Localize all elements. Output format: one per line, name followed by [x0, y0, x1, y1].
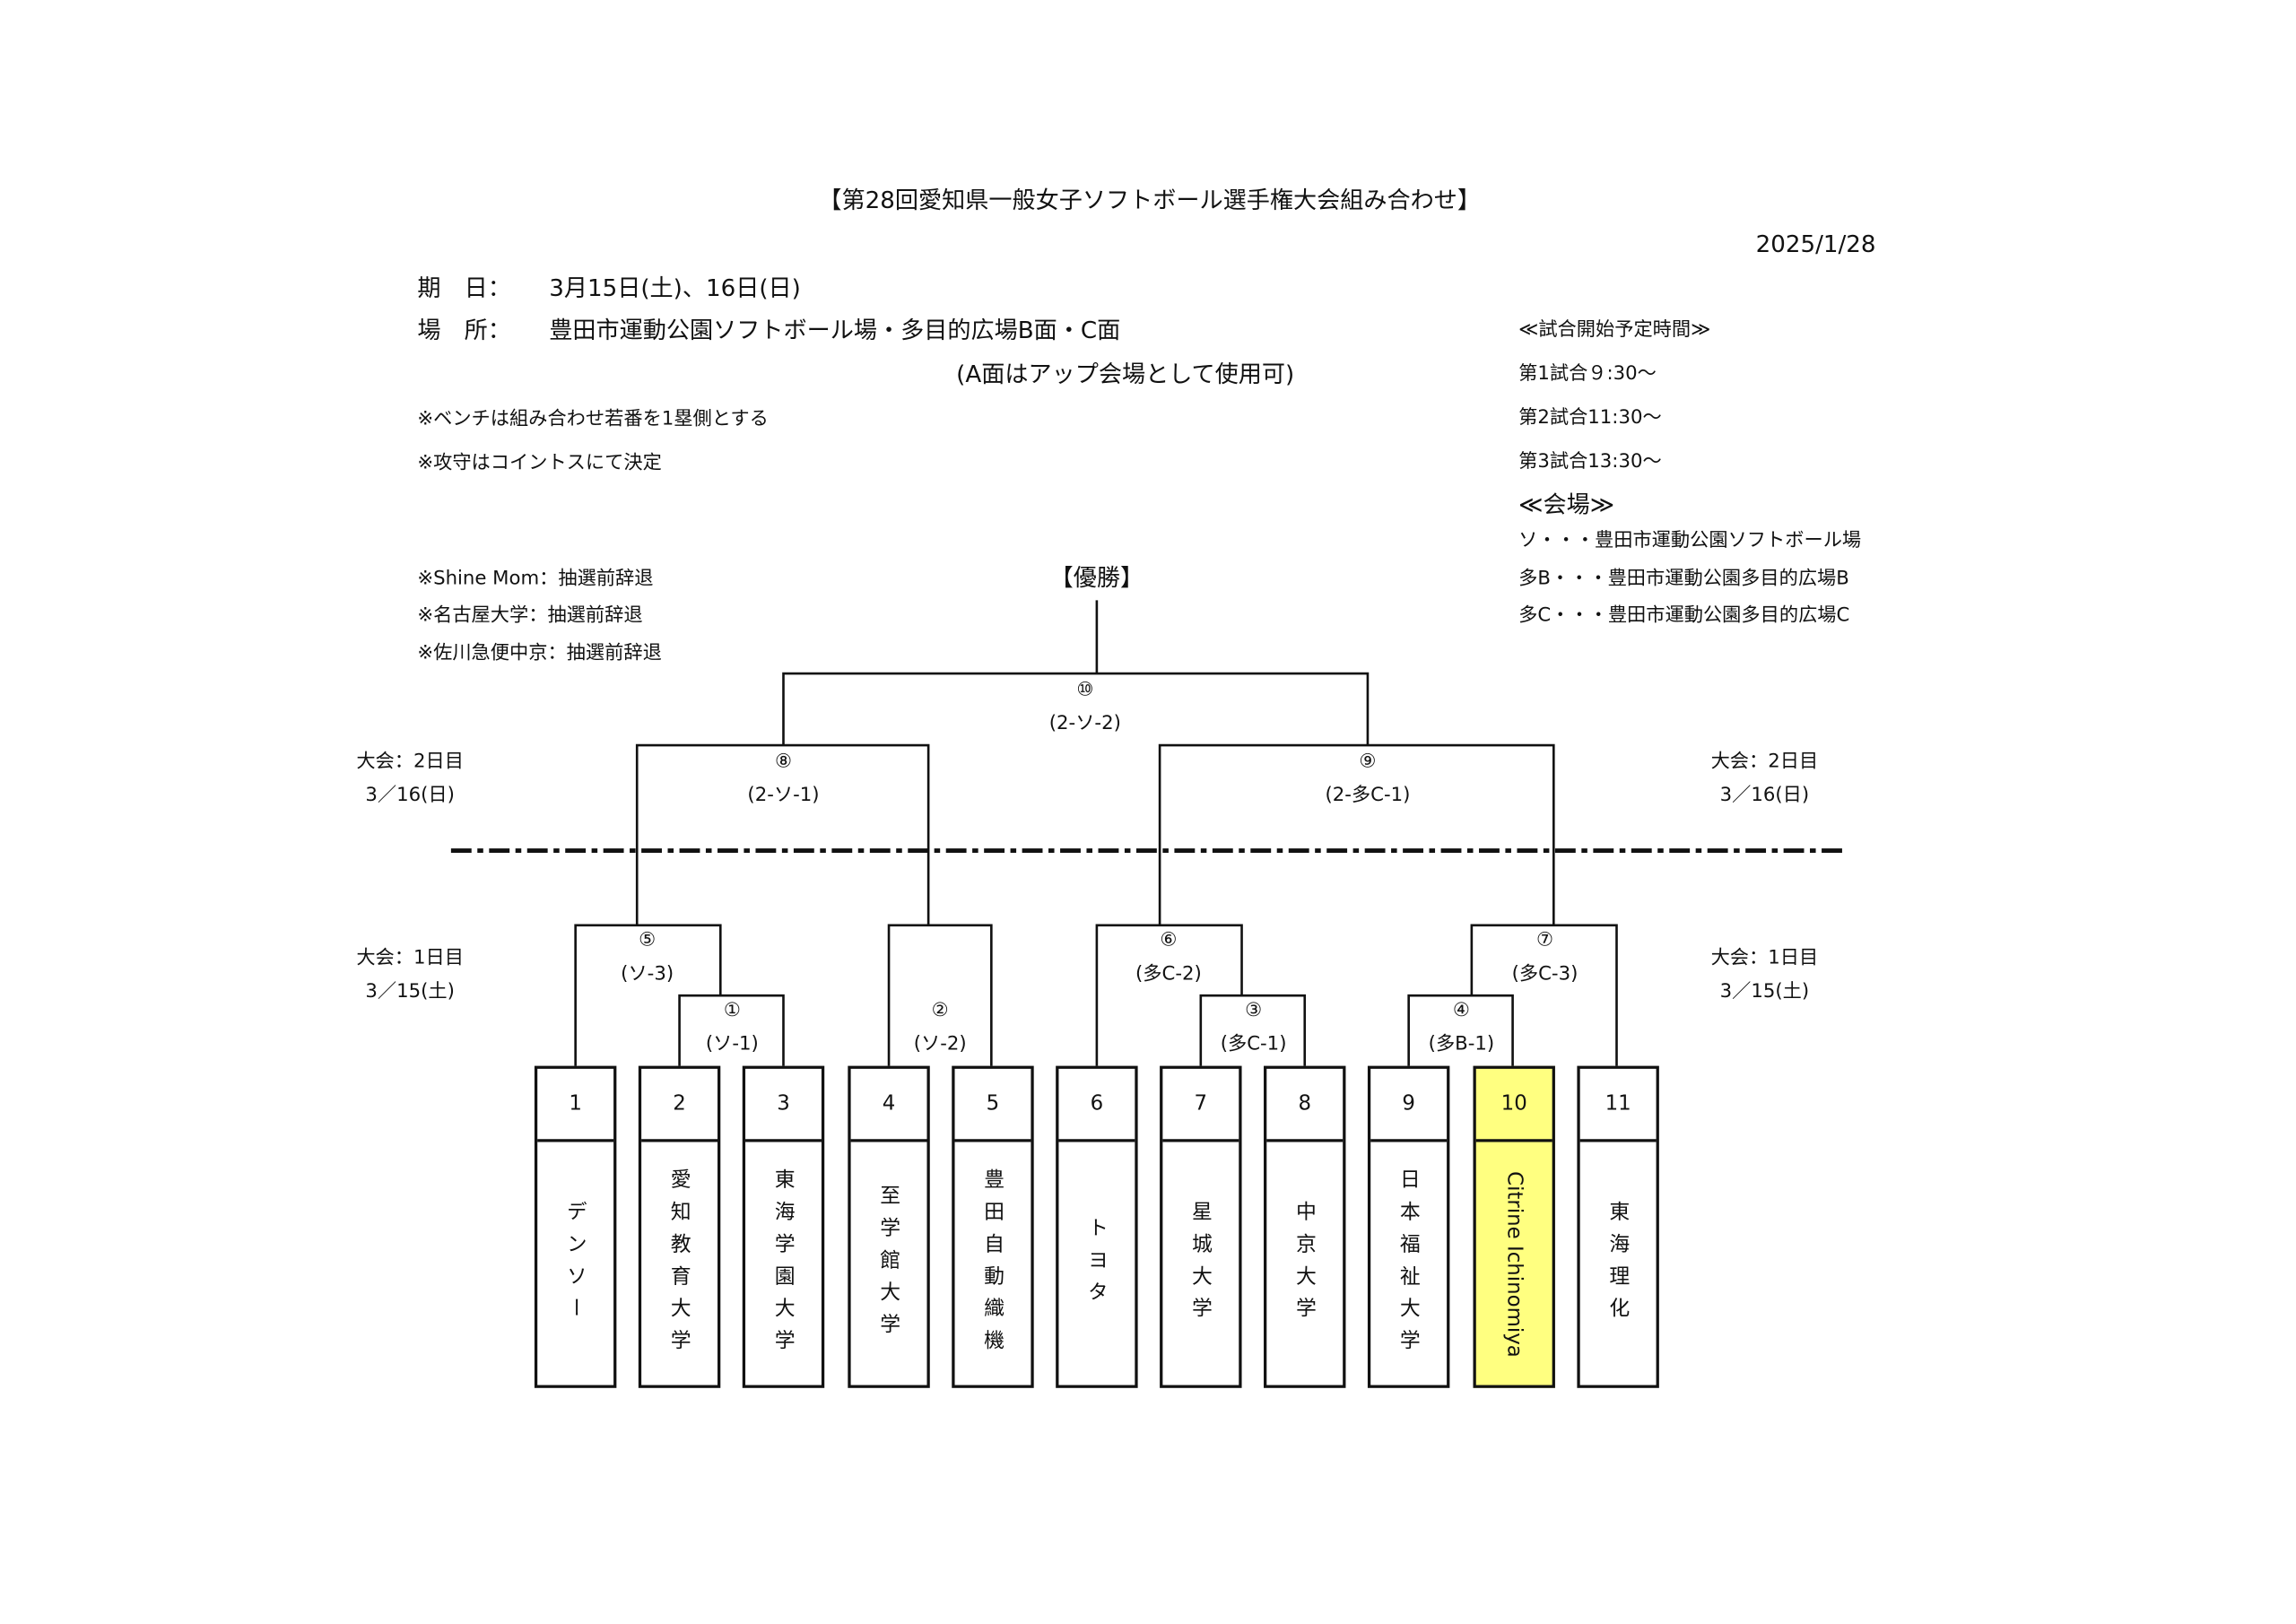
toss-note: ※攻守はコイントスにて決定 [417, 452, 662, 474]
team-name: デンソー [563, 1200, 587, 1330]
team-name: 東海理化 [1606, 1200, 1631, 1330]
team-name: 中京大学 [1292, 1200, 1317, 1330]
schedule-time-1: 第1試合９:30〜 [1518, 362, 1657, 386]
match-6-bracket [1095, 924, 1243, 1066]
place-note: (A面はアップ会場として使用可) [956, 360, 1295, 388]
withdrawal-2: ※名古屋大学：抽選前辞退 [417, 604, 643, 627]
day1-label-left: 大会：1日目 [356, 947, 464, 969]
match-7-number: ⑦ [1535, 929, 1554, 952]
match-7-bracket [1470, 924, 1618, 1066]
team-number: 10 [1475, 1069, 1552, 1142]
team-number: 3 [745, 1069, 822, 1142]
team-slot-7: 7 星城大学 [1160, 1065, 1242, 1388]
venue-heading: ≪会場≫ [1518, 490, 1615, 518]
team-name: 日本福祉大学 [1396, 1168, 1421, 1362]
match-1-number: ① [723, 1000, 741, 1022]
match-10-number: ⑩ [1076, 679, 1094, 702]
team-slot-9: 9 日本福祉大学 [1367, 1065, 1450, 1388]
team-slot-4: 4 至学館大学 [848, 1065, 930, 1388]
team-slot-2: 2 愛知教育大学 [638, 1065, 721, 1388]
team-number: 2 [641, 1069, 718, 1142]
day2-label-right: 大会：2日目 [1710, 751, 1819, 774]
match-2-number: ② [931, 1000, 949, 1022]
match-1-bracket [678, 994, 785, 1066]
team-number: 4 [850, 1069, 927, 1142]
bench-note: ※ベンチは組み合わせ若番を1塁側とする [417, 408, 769, 431]
team-name: Citrine Ichinomiya [1502, 1171, 1526, 1359]
match-2-venue: (ソ-2) [913, 1033, 967, 1056]
period-label: 期 日： [417, 274, 511, 302]
match-8-bracket [635, 743, 930, 925]
team-slot-8: 8 中京大学 [1264, 1065, 1346, 1388]
day2-label-left: 大会：2日目 [356, 751, 464, 774]
schedule-heading: ≪試合開始予定時間≫ [1518, 318, 1711, 342]
team-name: 愛知教育大学 [667, 1168, 691, 1362]
day1-label-right: 大会：1日目 [1710, 947, 1819, 969]
issue-date: 2025/1/28 [1755, 230, 1876, 258]
champion-label: 【優勝】 [1049, 563, 1144, 592]
document-title: 【第28回愛知県一般女子ソフトボール選手権大会組み合わせ】 [818, 186, 1481, 214]
team-name: 東海学園大学 [771, 1168, 796, 1362]
day2-date-right: 3／16(日) [1719, 785, 1810, 807]
match-5-bracket [574, 924, 722, 1066]
team-number: 8 [1266, 1069, 1344, 1142]
team-slot-5: 5 豊田自動織機 [952, 1065, 1034, 1388]
team-name: トヨタ [1084, 1216, 1109, 1314]
match-1-venue: (ソ-1) [705, 1033, 759, 1056]
match-10-venue: (2-ソ-2) [1048, 713, 1121, 735]
match-10-bracket [782, 672, 1370, 746]
team-number: 5 [954, 1069, 1031, 1142]
team-slot-11: 11 東海理化 [1577, 1065, 1659, 1388]
match-9-venue: (2-多C-1) [1325, 785, 1411, 807]
withdrawal-3: ※佐川急便中京：抽選前辞退 [417, 642, 662, 665]
match-7-venue: (多C-3) [1511, 963, 1578, 986]
day1-date-right: 3／15(土) [1719, 980, 1810, 1003]
team-slot-1: 1 デンソー [534, 1065, 617, 1388]
team-number: 11 [1579, 1069, 1657, 1142]
place-value: 豊田市運動公園ソフトボール場・多目的広場B面・C面 [549, 316, 1121, 344]
match-8-venue: (2-ソ-1) [747, 785, 820, 807]
team-number: 6 [1058, 1069, 1135, 1142]
match-3-number: ③ [1245, 1000, 1263, 1022]
day1-date-left: 3／15(土) [365, 980, 455, 1003]
team-name: 星城大学 [1188, 1200, 1213, 1330]
period-value: 3月15日(土)、16日(日) [549, 274, 801, 302]
team-number: 7 [1162, 1069, 1239, 1142]
match-9-bracket [1158, 743, 1555, 925]
match-4-venue: (多B-1) [1428, 1033, 1495, 1056]
match-8-number: ⑧ [774, 751, 793, 774]
schedule-time-2: 第2試合11:30〜 [1518, 406, 1662, 430]
match-3-venue: (多C-1) [1220, 1033, 1287, 1056]
team-name: 豊田自動織機 [980, 1168, 1005, 1362]
team-slot-6: 6 トヨタ [1056, 1065, 1138, 1388]
place-label: 場 所： [417, 316, 511, 344]
team-number: 9 [1370, 1069, 1448, 1142]
team-slot-3: 3 東海学園大学 [742, 1065, 825, 1388]
match-2-bracket [887, 924, 993, 1066]
team-number: 1 [537, 1069, 614, 1142]
match-5-venue: (ソ-3) [621, 963, 674, 986]
match-4-bracket [1407, 994, 1514, 1066]
schedule-time-3: 第3試合13:30〜 [1518, 450, 1662, 473]
withdrawal-1: ※Shine Mom：抽選前辞退 [417, 568, 654, 590]
match-4-number: ④ [1452, 1000, 1470, 1022]
match-6-number: ⑥ [1160, 929, 1178, 952]
venue-item-so: ソ・・・豊田市運動公園ソフトボール場 [1518, 530, 1862, 552]
venue-item-tab: 多B・・・豊田市運動公園多目的広場B [1518, 568, 1849, 590]
match-9-number: ⑨ [1359, 751, 1377, 774]
match-5-number: ⑤ [639, 929, 657, 952]
day2-date-left: 3／16(日) [365, 785, 455, 807]
match-3-bracket [1199, 994, 1307, 1066]
venue-item-tac: 多C・・・豊田市運動公園多目的広場C [1518, 604, 1850, 627]
team-name: 至学館大学 [876, 1184, 901, 1346]
match-6-venue: (多C-2) [1135, 963, 1202, 986]
